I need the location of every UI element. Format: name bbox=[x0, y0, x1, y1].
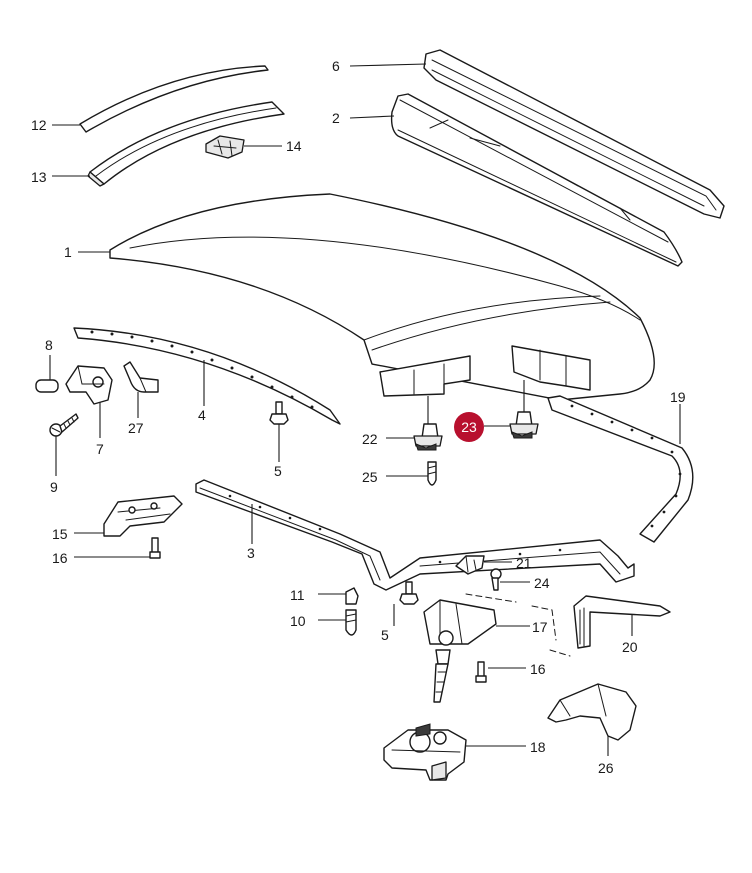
label-6[interactable]: 6 bbox=[332, 58, 340, 74]
label-17[interactable]: 17 bbox=[532, 619, 548, 635]
part-4-side-seal[interactable] bbox=[73, 327, 341, 425]
part-23-mount[interactable] bbox=[509, 411, 539, 439]
label-5-lower[interactable]: 5 bbox=[381, 627, 389, 643]
label-15[interactable]: 15 bbox=[52, 526, 68, 542]
part-19-side-seal[interactable] bbox=[547, 395, 694, 543]
highlight-23-circle[interactable] bbox=[454, 412, 484, 442]
label-21[interactable]: 21 bbox=[516, 555, 532, 571]
part-2-rear-window[interactable] bbox=[390, 93, 683, 267]
part-16-screw-right[interactable] bbox=[475, 661, 487, 683]
part-24-screw[interactable] bbox=[490, 568, 502, 591]
part-labels: 6 2 12 13 14 1 8 7 27 4 9 5 22 23 25 19 … bbox=[31, 58, 686, 776]
label-22[interactable]: 22 bbox=[362, 431, 378, 447]
part-26-cover-cap[interactable] bbox=[547, 683, 637, 741]
part-21-clip[interactable] bbox=[455, 555, 485, 575]
part-7-bracket[interactable] bbox=[65, 365, 113, 405]
label-1[interactable]: 1 bbox=[64, 244, 72, 260]
part-5-screw-lower[interactable] bbox=[399, 581, 419, 605]
label-7[interactable]: 7 bbox=[96, 441, 104, 457]
part-22-mount[interactable] bbox=[413, 423, 443, 451]
label-2[interactable]: 2 bbox=[332, 110, 340, 126]
label-16-right[interactable]: 16 bbox=[530, 661, 546, 677]
part-12-trim-strip[interactable] bbox=[79, 65, 269, 133]
label-13[interactable]: 13 bbox=[31, 169, 47, 185]
part-11-nut[interactable] bbox=[345, 587, 359, 605]
label-11[interactable]: 11 bbox=[290, 587, 305, 603]
label-23[interactable]: 23 bbox=[461, 419, 477, 435]
part-3-side-rail[interactable] bbox=[195, 479, 635, 591]
part-9-screw[interactable] bbox=[49, 413, 79, 437]
label-20[interactable]: 20 bbox=[622, 639, 638, 655]
assembly-guides bbox=[465, 593, 571, 657]
part-25-screw[interactable] bbox=[427, 461, 437, 486]
part-16-screw-left[interactable] bbox=[149, 537, 161, 559]
label-19[interactable]: 19 bbox=[670, 389, 686, 405]
label-24[interactable]: 24 bbox=[534, 575, 550, 591]
part-15-latch-bracket[interactable] bbox=[103, 495, 183, 537]
part-6-window-seal[interactable] bbox=[423, 49, 725, 219]
part-18-latch-block[interactable] bbox=[383, 723, 467, 781]
label-27[interactable]: 27 bbox=[128, 420, 144, 436]
part-10-screw[interactable] bbox=[345, 609, 357, 636]
label-5-upper[interactable]: 5 bbox=[274, 463, 282, 479]
part-27-clip-bracket[interactable] bbox=[123, 361, 159, 393]
label-4[interactable]: 4 bbox=[198, 407, 206, 423]
part-17-lock-assembly[interactable] bbox=[423, 599, 497, 703]
label-25[interactable]: 25 bbox=[362, 469, 378, 485]
leader-lines bbox=[49, 63, 681, 756]
part-20-handle[interactable] bbox=[573, 595, 671, 649]
part-5-screw-upper[interactable] bbox=[269, 401, 289, 425]
label-9[interactable]: 9 bbox=[50, 479, 58, 495]
label-3[interactable]: 3 bbox=[247, 545, 255, 561]
part-1-hardtop-shell[interactable] bbox=[109, 193, 655, 401]
part-8-pin[interactable] bbox=[35, 379, 59, 393]
label-12[interactable]: 12 bbox=[31, 117, 47, 133]
label-10[interactable]: 10 bbox=[290, 613, 306, 629]
part-13-seal-strip[interactable] bbox=[87, 101, 285, 187]
label-18[interactable]: 18 bbox=[530, 739, 546, 755]
label-8[interactable]: 8 bbox=[45, 337, 53, 353]
label-16-left[interactable]: 16 bbox=[52, 550, 68, 566]
label-26[interactable]: 26 bbox=[598, 760, 614, 776]
part-14-clip[interactable] bbox=[205, 135, 245, 159]
label-14[interactable]: 14 bbox=[286, 138, 302, 154]
